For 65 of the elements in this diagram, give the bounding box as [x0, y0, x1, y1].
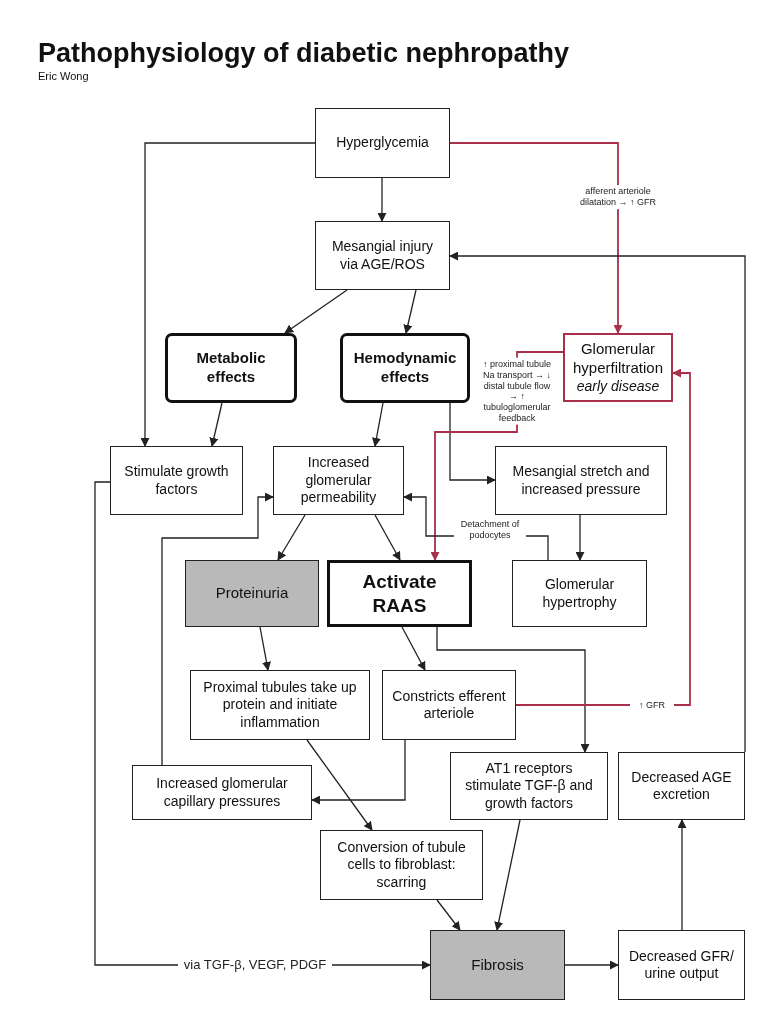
box-label: Hemodynamic effects [352, 349, 458, 387]
process-box [110, 446, 243, 515]
arrow [140, 142, 316, 447]
box-label: Proximal tubules take up protein and initiate inflammation [202, 678, 358, 732]
arrow [677, 819, 687, 931]
arrow [259, 626, 271, 671]
arrow [311, 739, 406, 805]
process-box [315, 108, 450, 178]
box-label: early disease [576, 377, 660, 395]
process-box [340, 333, 470, 403]
box-label: Metabolic effects [195, 349, 267, 387]
process-box [315, 221, 450, 290]
box-label: Decreased GFR/ urine output [627, 947, 735, 983]
arrow [494, 819, 521, 931]
process-box [618, 930, 745, 1000]
process-box [327, 560, 472, 627]
box-label: Proteinuria [215, 584, 289, 603]
box-label: Increased glomerular permeability [299, 454, 378, 507]
author-name: Eric Wong [38, 70, 89, 82]
process-box [495, 446, 667, 515]
box-label: AT1 receptors stimulate TGF-β and growth factors [464, 759, 594, 813]
arrow [436, 899, 461, 931]
arrow [575, 514, 585, 561]
process-box [190, 670, 370, 740]
process-box [132, 765, 312, 820]
arrow [374, 514, 401, 561]
process-box [273, 446, 404, 515]
arrow [284, 289, 348, 334]
process-box [450, 752, 608, 820]
arrow [515, 368, 691, 706]
process-box [618, 752, 745, 820]
box-label: Conversion of tubule cells to fibroblast: scarring [336, 838, 467, 892]
box-label: Decreased AGE excretion [630, 768, 733, 804]
arrow [401, 626, 426, 671]
process-box [382, 670, 516, 740]
box-label: Glomerular hyperfiltration [571, 340, 664, 378]
arrow [436, 626, 590, 753]
arrow [306, 739, 373, 831]
arrow [161, 492, 274, 766]
box-label: Stimulate growth factors [123, 463, 230, 498]
process-box [165, 333, 297, 403]
arrow [372, 402, 384, 447]
box-label: Increased glomerular capillary pressures [155, 775, 289, 810]
box-label: Fibrosis [471, 955, 524, 975]
arrow [277, 514, 306, 561]
diagram-title: Pathophysiology of diabetic nephropathy [38, 38, 570, 69]
arrow [564, 960, 619, 970]
arrow [377, 177, 387, 222]
shaded-box [185, 560, 319, 627]
box-label: Constricts efferent arteriole [391, 687, 507, 723]
edge-label: Detachment of podocytes [454, 518, 526, 542]
box-label: Mesangial injury via AGE/ROS [330, 238, 435, 273]
arrow [403, 289, 417, 334]
arrow [449, 142, 623, 334]
process-box [563, 333, 673, 402]
box-label: Glomerular hypertrophy [541, 576, 618, 611]
box-label: Hyperglycemia [336, 134, 429, 152]
box-label: Activate RAAS [361, 569, 438, 618]
shaded-box [430, 930, 565, 1000]
process-box [512, 560, 647, 627]
arrow [209, 402, 223, 447]
process-box [320, 830, 483, 900]
arrow [449, 251, 746, 753]
arrow [449, 402, 496, 485]
box-label: Mesangial stretch and increased pressure [511, 463, 651, 498]
